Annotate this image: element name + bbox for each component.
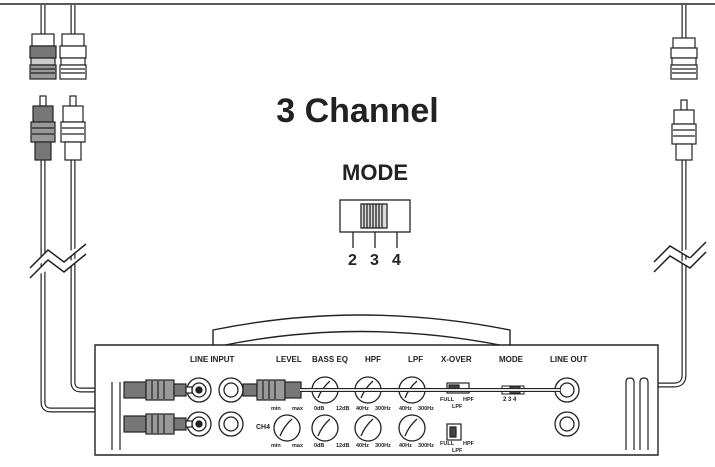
label-line-input: LINE INPUT [190, 355, 235, 364]
label-xover: X-OVER [441, 355, 472, 364]
xover-lpf-top: LPF [452, 404, 463, 410]
left-break-mark [29, 243, 87, 279]
input-plug-lower [123, 413, 193, 435]
label-mode: MODE [499, 355, 523, 364]
mode-position-3: 3 [370, 252, 379, 269]
level-min-top: min [271, 406, 281, 412]
hpf-max-top: 300Hz [375, 406, 391, 412]
amp-right-side [625, 377, 649, 450]
lpf-min-top: 40Hz [399, 406, 412, 412]
label-bass-eq: BASS EQ [312, 355, 349, 364]
xover-hpf-bottom: HPF [463, 441, 474, 447]
left-mid-rca-white [60, 95, 86, 161]
bass-max-bottom: 12dB [336, 443, 350, 449]
mode-switch-title: MODE [342, 160, 408, 185]
hpf-min-top: 40Hz [356, 406, 369, 412]
output-bridge-plug [242, 379, 302, 401]
xover-full-top: FULL [440, 397, 455, 403]
hpf-min-bottom: 40Hz [356, 443, 369, 449]
bass-max-top: 12dB [336, 406, 350, 412]
right-output-cable [200, 5, 687, 388]
input-plug-upper [123, 379, 193, 401]
mode-switch-large [339, 199, 411, 248]
line-input-jacks [186, 377, 244, 437]
line-out-jacks [554, 377, 580, 437]
level-max-bottom: max [292, 443, 304, 449]
label-ch4: CH4 [256, 424, 271, 431]
left-top-rca-white [59, 33, 87, 80]
left-mid-rca-grey [30, 95, 56, 161]
right-top-rca [670, 37, 698, 80]
label-hpf: HPF [365, 355, 381, 364]
lpf-min-bottom: 40Hz [399, 443, 412, 449]
xover-lpf-bottom: LPF [452, 448, 463, 454]
xover-full-bottom: FULL [440, 441, 455, 447]
mode-position-2: 2 [348, 252, 357, 269]
amp-left-side [111, 382, 121, 450]
label-level: LEVEL [276, 355, 302, 364]
knobs-bottom-row [273, 414, 426, 442]
right-break-mark [653, 241, 707, 273]
xover-hpf-top: HPF [463, 397, 474, 403]
bass-min-top: 0dB [314, 406, 325, 412]
diagram-title: 3 Channel [276, 92, 439, 130]
level-max-top: max [292, 406, 304, 412]
mode-position-4: 4 [392, 252, 401, 269]
label-lpf: LPF [408, 355, 424, 364]
level-min-bottom: min [271, 443, 281, 449]
left-input-cables [40, 5, 125, 413]
hpf-max-bottom: 300Hz [375, 443, 391, 449]
xover-switch-lower [446, 423, 462, 441]
left-top-rca-grey [29, 33, 57, 80]
label-line-out: LINE OUT [550, 355, 588, 364]
lpf-max-top: 300Hz [418, 406, 434, 412]
mode-small-positions: 2 3 4 [503, 397, 517, 403]
right-mid-rca [671, 99, 697, 161]
bass-min-bottom: 0dB [314, 443, 325, 449]
lpf-max-bottom: 300Hz [418, 443, 434, 449]
